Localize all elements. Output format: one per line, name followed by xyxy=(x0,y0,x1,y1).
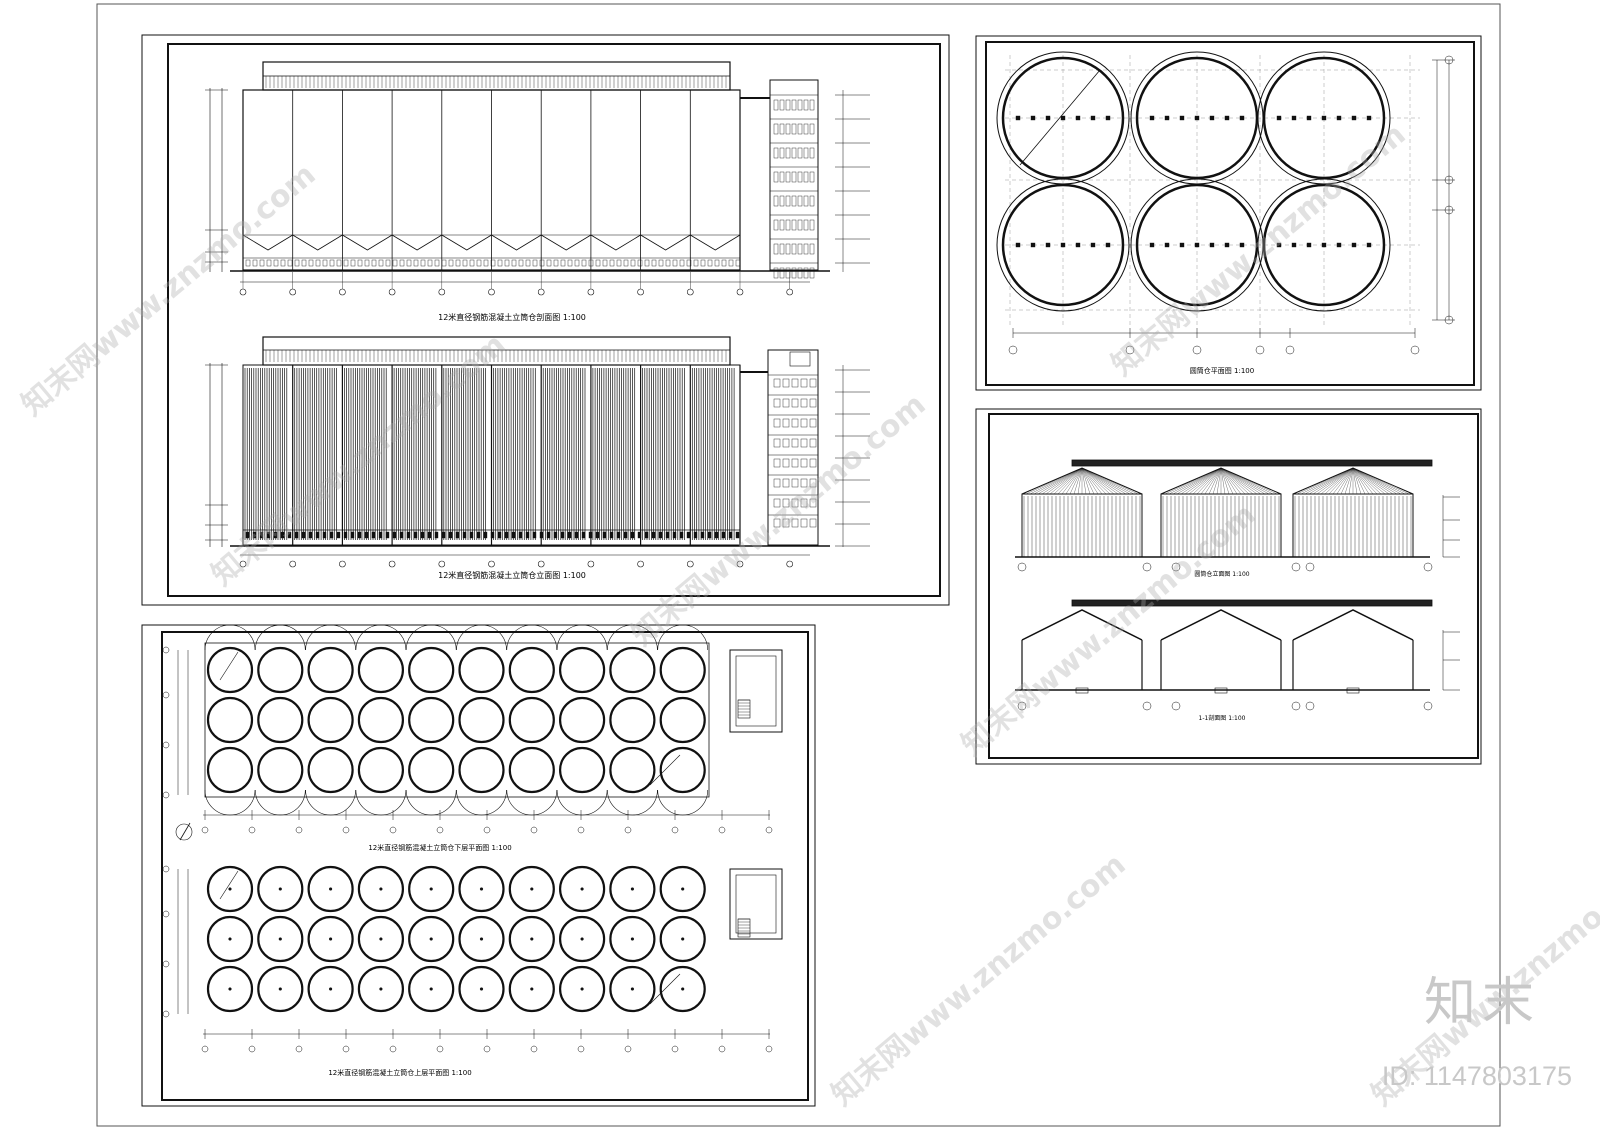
silo-lower-plan-title: 12米直径钢筋混凝土立筒仓下层平面图 1:100 xyxy=(368,843,511,852)
panel-round-plan: 圆筒仓平面图 1:100 xyxy=(975,35,1482,391)
panel-silo-elevations: 12米直径钢筋混凝土立筒仓剖面图 1:100 12米直径钢筋混凝土立筒仓立面图 … xyxy=(141,34,950,606)
brand-logo-text: 知末 xyxy=(1423,973,1540,1033)
silo-section-title: 12米直径钢筋混凝土立筒仓剖面图 1:100 xyxy=(438,312,586,322)
panel-silo-plans: 12米直径钢筋混凝土立筒仓下层平面图 1:100 12米直径钢筋混凝土立筒仓上层… xyxy=(141,624,816,1107)
round-plan-title: 圆筒仓平面图 1:100 xyxy=(1190,366,1254,375)
drawing-border xyxy=(96,3,1501,1127)
round-section-title: 1-1剖面图 1:100 xyxy=(1199,714,1246,722)
silo-elevation-title: 12米直径钢筋混凝土立筒仓立面图 1:100 xyxy=(438,570,586,580)
silo-upper-plan-title: 12米直径钢筋混凝土立筒仓上层平面图 1:100 xyxy=(328,1068,471,1077)
round-elevation-title: 圆筒仓立面图 1:100 xyxy=(1194,570,1249,578)
panel-round-elevations: 圆筒仓立面图 1:100 1-1剖面图 1:100 xyxy=(975,408,1482,765)
document-id: ID: 1147803175 xyxy=(1381,1061,1572,1091)
